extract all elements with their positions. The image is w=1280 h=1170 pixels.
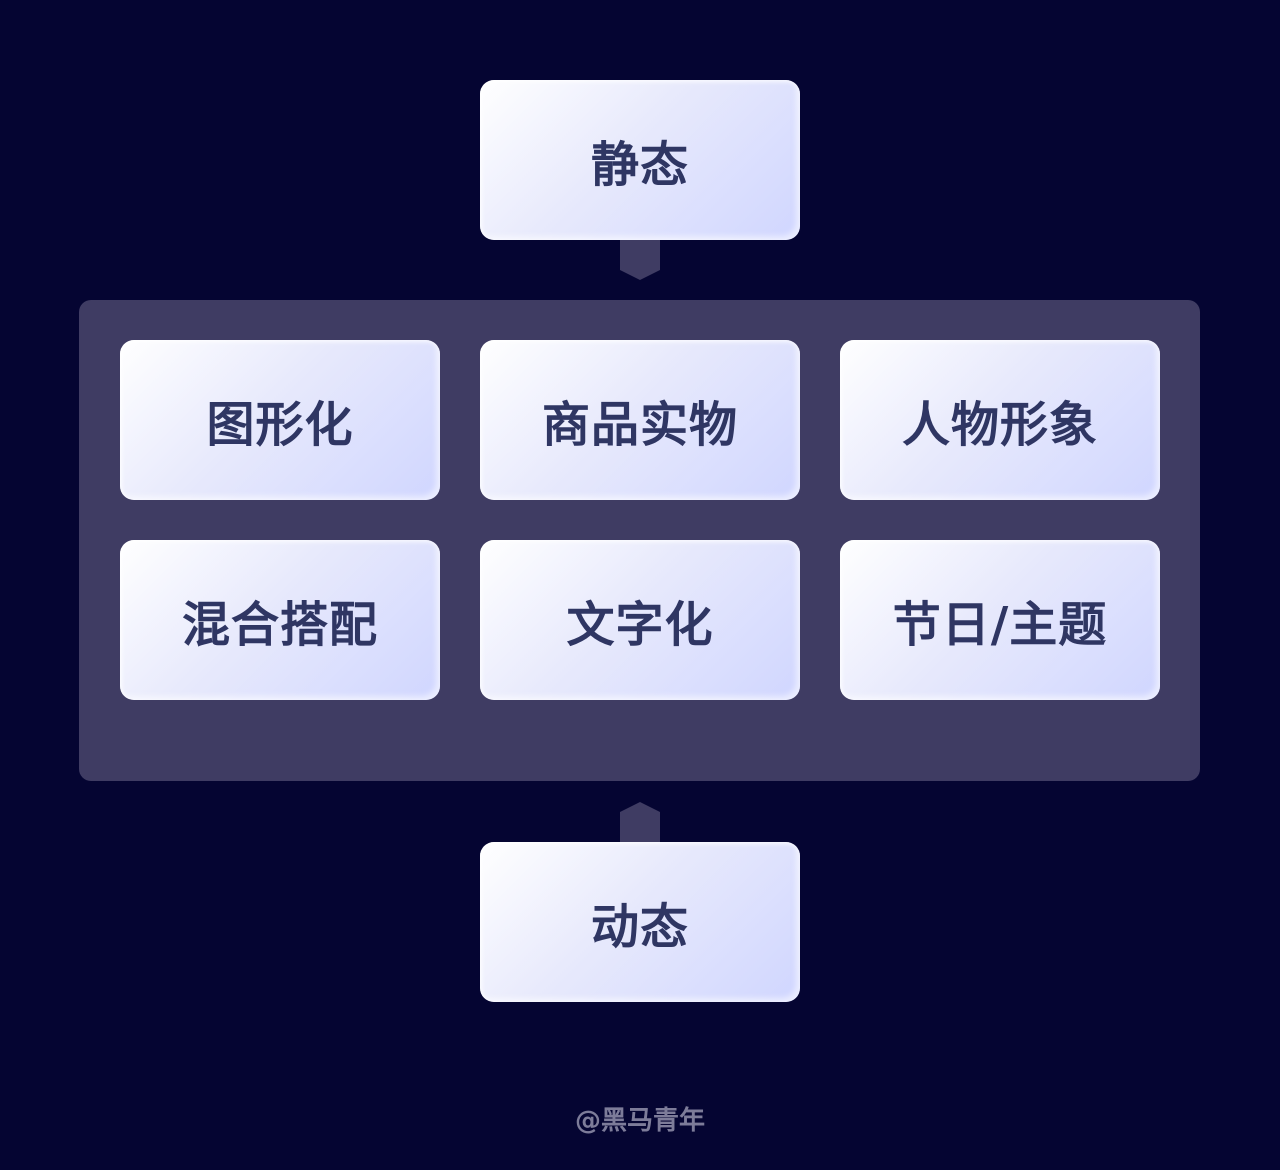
node-label: 混合搭配 bbox=[181, 597, 378, 653]
footer-credit: @黑马青年 bbox=[574, 1106, 705, 1136]
node-product: 商品实物 bbox=[480, 340, 800, 500]
node-mixed: 混合搭配 bbox=[120, 540, 440, 700]
node-dynamic-label: 动态 bbox=[590, 899, 689, 955]
connector-down-arrow bbox=[620, 240, 660, 280]
node-graphic: 图形化 bbox=[120, 340, 440, 500]
node-static: 静态 bbox=[480, 80, 800, 240]
node-dynamic: 动态 bbox=[480, 842, 800, 1002]
node-festival-theme: 节日/主题 bbox=[840, 540, 1160, 700]
node-label: 商品实物 bbox=[541, 397, 738, 453]
node-label: 人物形象 bbox=[901, 397, 1098, 453]
node-text: 文字化 bbox=[480, 540, 800, 700]
node-character: 人物形象 bbox=[840, 340, 1160, 500]
node-label: 文字化 bbox=[566, 597, 714, 653]
node-label: 图形化 bbox=[206, 397, 354, 453]
connector-up-arrow bbox=[620, 802, 660, 842]
node-label: 节日/主题 bbox=[892, 597, 1108, 653]
node-static-label: 静态 bbox=[590, 137, 689, 193]
